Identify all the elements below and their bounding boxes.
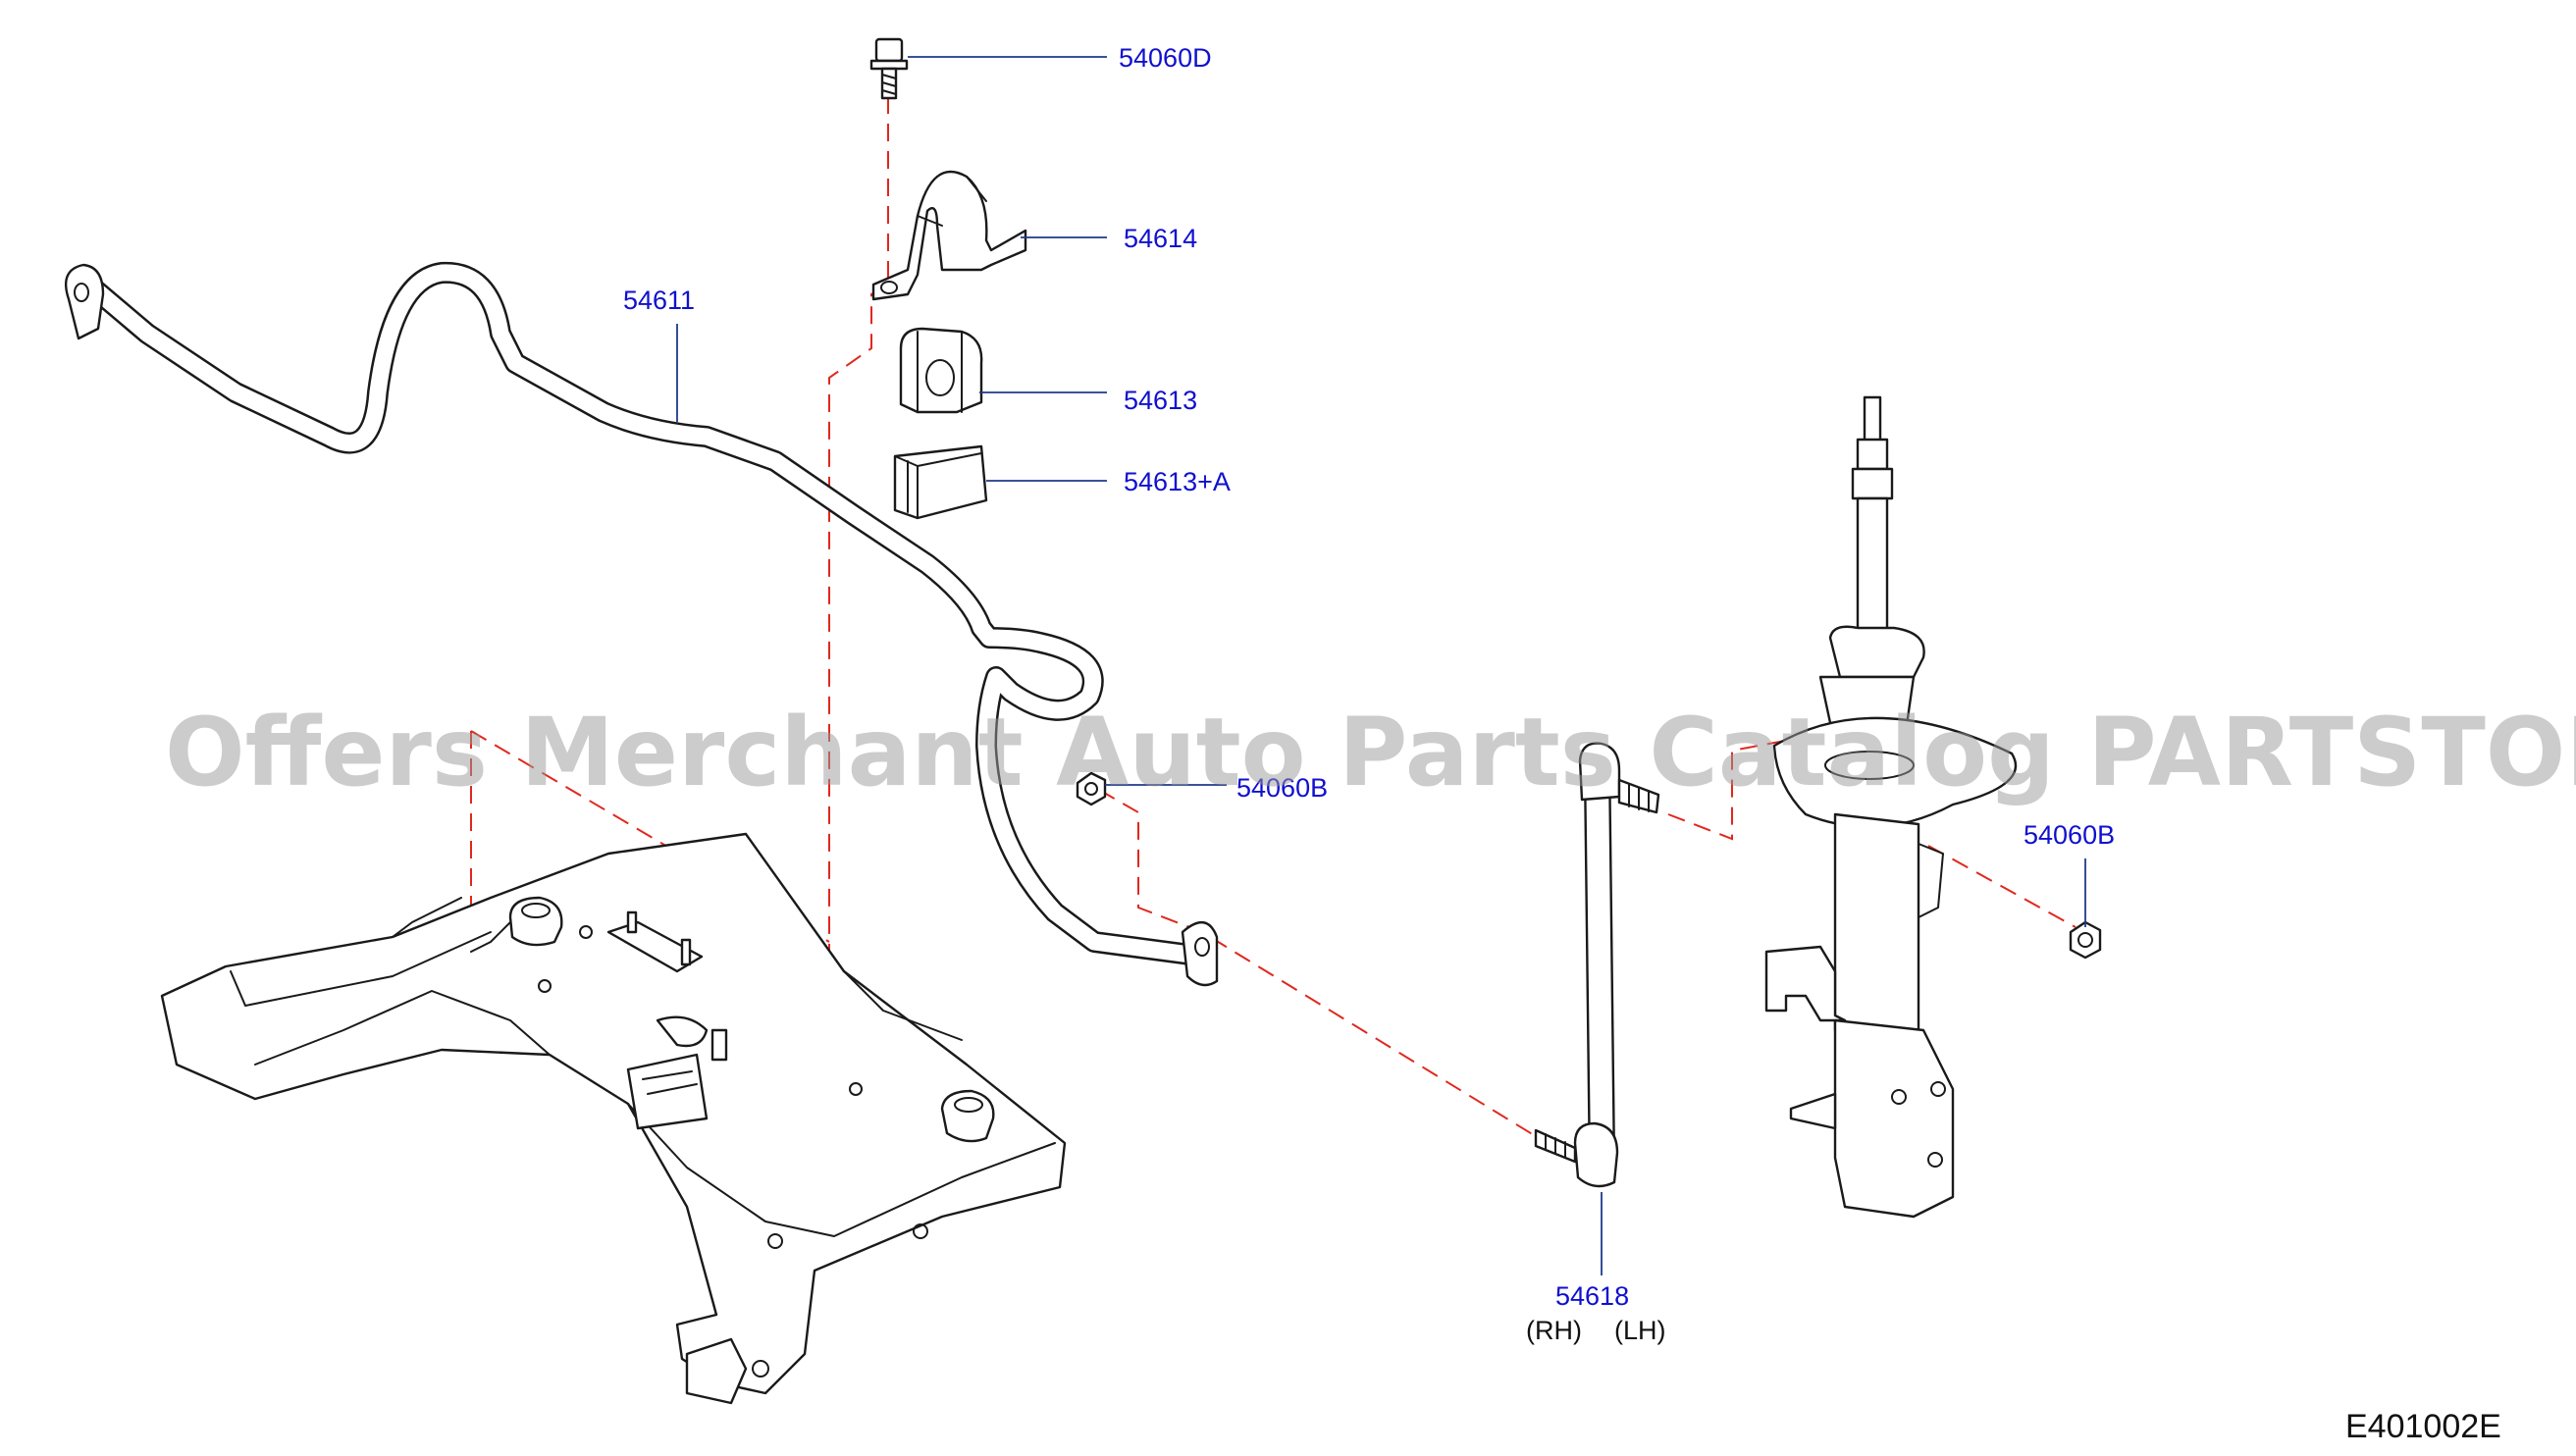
nut-54060B-upper[interactable] — [1076, 771, 1107, 806]
strut-assembly[interactable] — [1764, 395, 2018, 1219]
bushing-54613A[interactable] — [893, 444, 988, 520]
bolt-54060D[interactable] — [869, 37, 909, 100]
diagram-code: E401002E — [2345, 1408, 2501, 1445]
label-54060B-right[interactable]: 54060B — [2024, 820, 2115, 850]
callout-labels: 54060D 54614 54611 54613 54613+A 54060B … — [623, 43, 2115, 1345]
label-54060D[interactable]: 54060D — [1119, 43, 1212, 73]
suspension-member[interactable] — [160, 832, 1067, 1405]
label-lh: (LH) — [1614, 1316, 1666, 1345]
label-54611[interactable]: 54611 — [623, 286, 695, 315]
label-54618[interactable]: 54618 — [1555, 1281, 1629, 1311]
stabilizer-bar-54611[interactable] — [64, 261, 1219, 987]
label-54614[interactable]: 54614 — [1124, 224, 1197, 253]
label-54060B-upper[interactable]: 54060B — [1236, 773, 1328, 803]
watermark: Offers Merchant Auto Parts Catalog PARTS… — [165, 698, 2576, 807]
stabilizer-link-54618[interactable] — [1534, 742, 1660, 1188]
bushing-54613[interactable] — [899, 327, 983, 414]
label-54613A[interactable]: 54613+A — [1124, 467, 1231, 496]
label-54613[interactable]: 54613 — [1124, 386, 1197, 415]
clamp-54614[interactable] — [871, 171, 1027, 301]
leader-lines — [676, 56, 2086, 1275]
label-rh: (RH) — [1526, 1316, 1582, 1345]
